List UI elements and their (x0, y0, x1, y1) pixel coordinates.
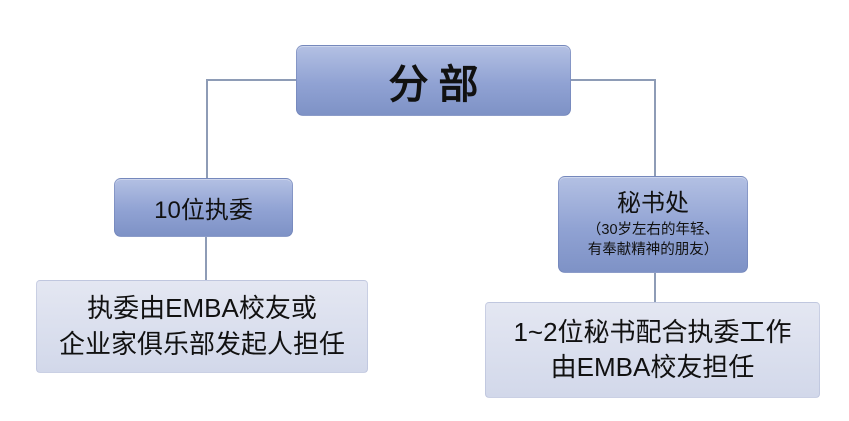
connector-root-to-left-horizontal (206, 79, 297, 81)
node-secretariat-title: 秘书处 (617, 189, 689, 217)
node-division-label: 分部 (388, 62, 489, 107)
node-executive-committee: 10位执委 (114, 178, 293, 237)
node-secretariat-subtitle-line1: （30岁左右的年轻、 (586, 221, 720, 238)
node-secretariat: 秘书处 （30岁左右的年轻、 有奉献精神的朋友） (558, 176, 748, 273)
connector-root-to-left-vertical (206, 79, 208, 178)
node-executive-committee-label: 10位执委 (154, 197, 253, 224)
connector-root-to-right-horizontal (570, 79, 656, 81)
leaf-executive-description-line1: 执委由EMBA校友或 (87, 293, 317, 324)
node-division: 分部 (296, 45, 571, 116)
leaf-secretary-description-line1: 1~2位秘书配合执委工作 (513, 316, 792, 347)
leaf-secretary-description: 1~2位秘书配合执委工作 由EMBA校友担任 (485, 302, 820, 398)
node-secretariat-subtitle-line2: 有奉献精神的朋友） (587, 241, 719, 258)
connector-root-to-right-vertical (654, 79, 656, 176)
leaf-executive-description: 执委由EMBA校友或 企业家俱乐部发起人担任 (36, 280, 368, 373)
leaf-secretary-description-line2: 由EMBA校友担任 (550, 352, 755, 382)
connector-left-node-to-leaf (205, 237, 207, 280)
leaf-executive-description-line2: 企业家俱乐部发起人担任 (58, 328, 345, 359)
connector-right-node-to-leaf (654, 273, 656, 302)
